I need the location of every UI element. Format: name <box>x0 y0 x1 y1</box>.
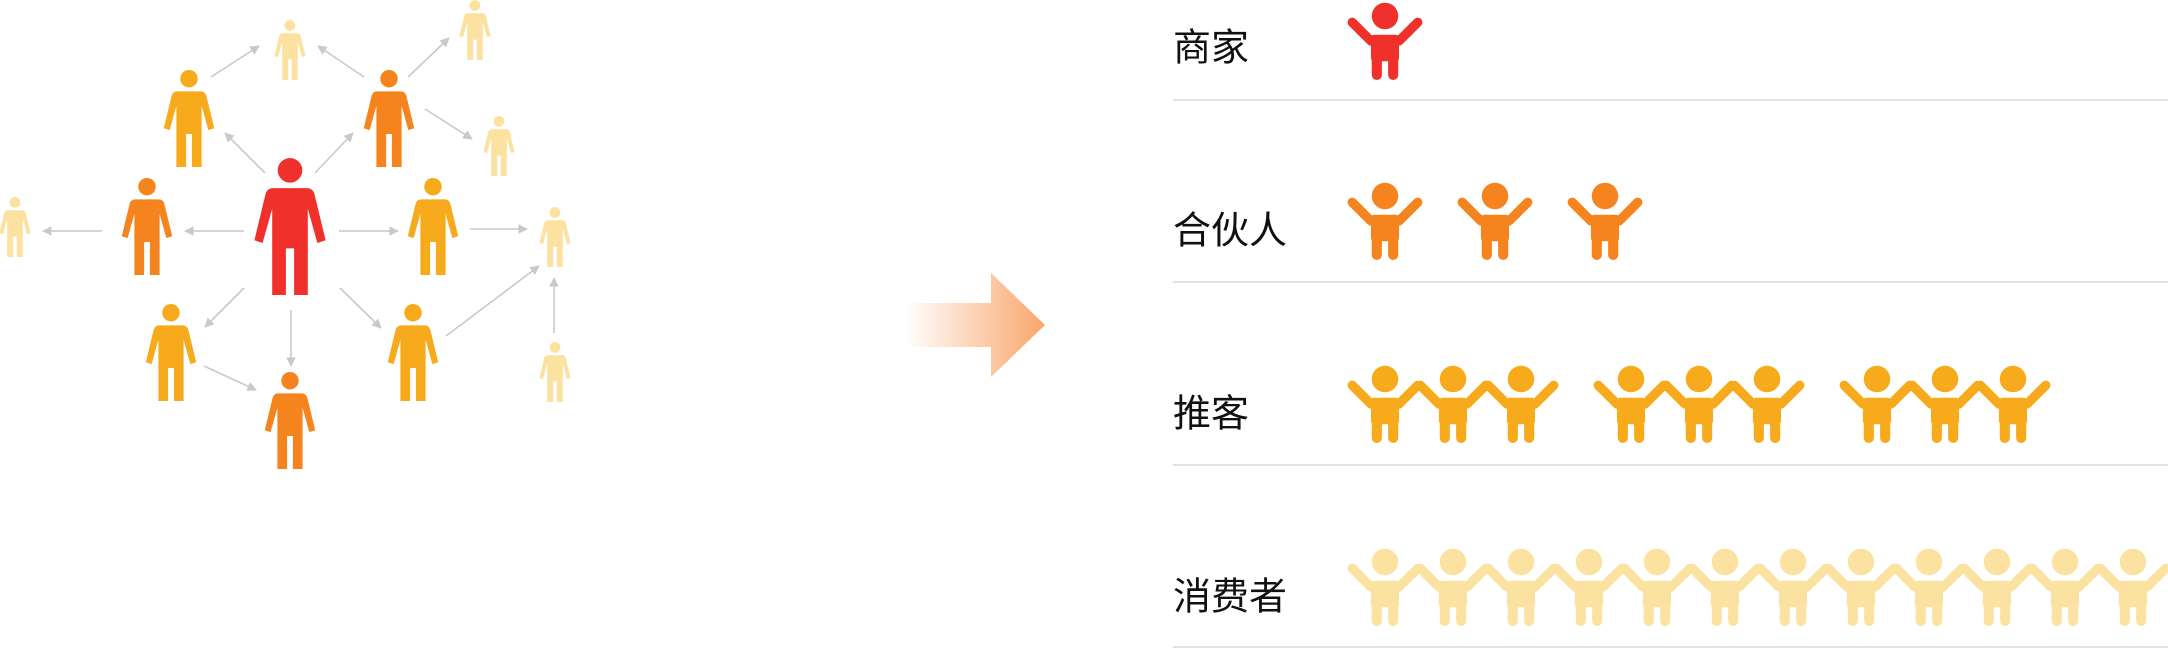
arrow-center-to-top-left <box>224 132 266 174</box>
arrow-top-right-to-right-upper <box>424 108 473 140</box>
person-arms-raised-icon-merchant <box>1347 2 1423 80</box>
person-standing-icon-top-far-right <box>459 0 491 61</box>
arrow-bottom-right-to-far-right <box>445 265 540 337</box>
person-arms-raised-icon-consumer <box>1347 548 1423 626</box>
person-arms-raised-icon-promoter <box>1415 365 1491 443</box>
person-arms-raised-icon-consumer <box>2027 548 2103 626</box>
person-arms-raised-icon-consumer <box>2095 548 2168 626</box>
person-standing-icon-far-left <box>0 197 31 258</box>
person-standing-icon-bottom-center <box>264 372 316 469</box>
person-standing-icon-right-upper <box>483 116 515 176</box>
person-arms-raised-icon-consumer <box>1483 548 1559 626</box>
person-standing-icon-top-right <box>363 70 415 167</box>
tier-row-partner: 合伙人 <box>1173 182 2168 283</box>
person-arms-raised-icon-consumer <box>1415 548 1491 626</box>
person-standing-icon-bottom-right <box>387 304 439 401</box>
arrow-center-to-bottom-right <box>339 287 382 329</box>
person-arms-raised-icon-consumer <box>1959 548 2035 626</box>
network-links <box>42 37 559 391</box>
person-standing-icon-top-left <box>163 70 215 167</box>
person-arms-raised-icon-partner <box>1567 182 1643 260</box>
arrow-top-right-to-top-center <box>317 45 365 78</box>
tier-label-partner: 合伙人 <box>1173 209 1287 253</box>
person-arms-raised-icon-promoter <box>1907 365 1983 443</box>
person-standing-icon-right <box>407 178 459 275</box>
referral-network-diagram <box>0 0 571 469</box>
arrow-top-left-to-top-center <box>210 45 260 78</box>
person-arms-raised-icon-promoter <box>1839 365 1915 443</box>
right-arrow-icon <box>905 273 1045 377</box>
person-standing-icon-bottom-left <box>145 304 197 401</box>
arrow-center-to-top-right <box>314 132 354 174</box>
arrow-bottom-left-to-bottom-center <box>203 365 257 391</box>
person-arms-raised-icon-promoter <box>1593 365 1669 443</box>
tier-label-merchant: 商家 <box>1173 26 1249 70</box>
arrow-center-to-bottom-left <box>204 287 245 328</box>
person-standing-icon-far-right <box>539 207 571 267</box>
person-arms-raised-icon-consumer <box>1755 548 1831 626</box>
person-arms-raised-icon-consumer <box>1823 548 1899 626</box>
person-arms-raised-icon-promoter <box>1483 365 1559 443</box>
person-arms-raised-icon-consumer <box>1551 548 1627 626</box>
person-arms-raised-icon-promoter <box>1347 365 1423 443</box>
tier-label-consumer: 消费者 <box>1173 575 1287 619</box>
tier-row-promoter: 推客 <box>1173 365 2168 466</box>
person-arms-raised-icon-partner <box>1347 182 1423 260</box>
network-people <box>0 0 571 469</box>
tier-row-consumer: 消费者 <box>1173 548 2168 648</box>
tier-row-merchant: 商家 <box>1173 2 2168 101</box>
person-arms-raised-icon-consumer <box>1619 548 1695 626</box>
person-standing-icon-top-center <box>274 20 306 80</box>
person-arms-raised-icon-promoter <box>1661 365 1737 443</box>
person-arms-raised-icon-promoter <box>1729 365 1805 443</box>
person-standing-icon-bottom-far-right <box>539 342 571 402</box>
person-standing-icon-left <box>121 178 173 275</box>
arrow-top-right-to-top-far-right <box>407 37 450 78</box>
person-arms-raised-icon-partner <box>1457 182 1533 260</box>
person-standing-icon-center <box>254 158 326 295</box>
person-arms-raised-icon-promoter <box>1975 365 2051 443</box>
person-arms-raised-icon-consumer <box>1891 548 1967 626</box>
person-arms-raised-icon-consumer <box>1687 548 1763 626</box>
tier-label-promoter: 推客 <box>1173 392 1249 436</box>
